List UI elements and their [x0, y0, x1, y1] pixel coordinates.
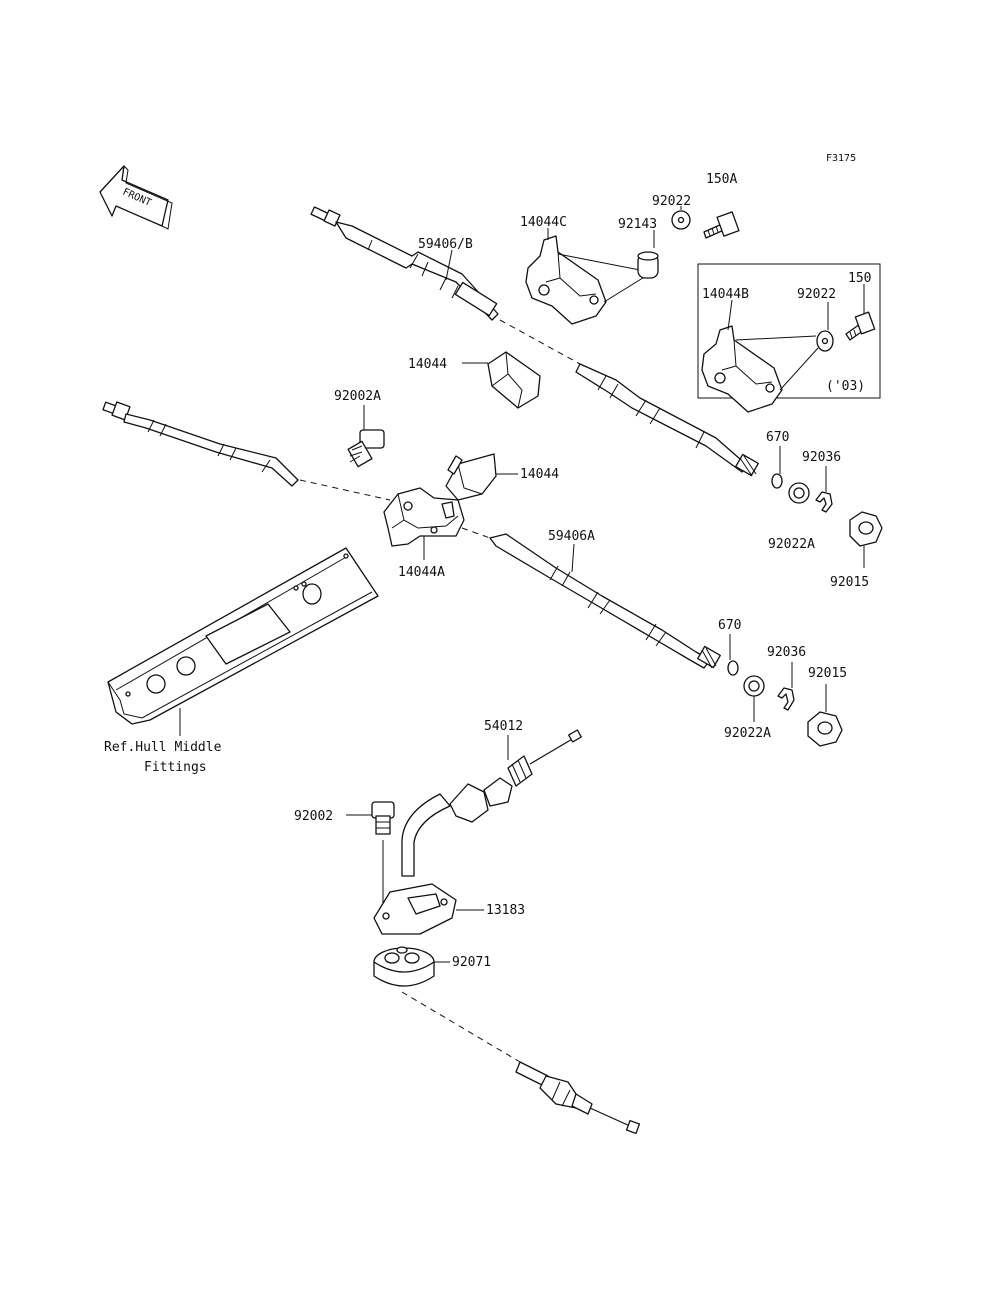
label-14044a: 14044A [398, 565, 445, 580]
washer-92022a-upper [788, 482, 810, 504]
bracket-14044a [383, 487, 465, 547]
washer-92022-box [816, 330, 834, 352]
label-92015-lower: 92015 [808, 666, 847, 681]
cable-59406b [310, 206, 499, 321]
label-14044b: 14044B [702, 287, 749, 302]
bolt-150 [845, 311, 876, 341]
bolt-150a [703, 211, 740, 239]
cable-59406a [489, 533, 721, 669]
label-92036-upper: 92036 [802, 450, 841, 465]
clip-92036-upper [815, 491, 833, 513]
label-92002a: 92002A [334, 389, 381, 404]
clip-92036-lower [777, 687, 795, 711]
cable-end-bottom [515, 1061, 641, 1135]
label-14044c: 14044C [520, 215, 567, 230]
label-150a: 150A [706, 172, 737, 187]
o-ring-670-lower [727, 660, 739, 676]
label-92015-upper: 92015 [830, 575, 869, 590]
label-59406a: 59406A [548, 529, 595, 544]
label-92022-top: 92022 [652, 194, 691, 209]
label-year-03: ('03) [826, 379, 865, 394]
front-arrow-icon: FRONT [99, 165, 173, 230]
label-14044-upper: 14044 [408, 357, 447, 372]
label-92022a-lower: 92022A [724, 726, 771, 741]
bracket-14044b [701, 325, 783, 413]
grommet-92071 [373, 946, 435, 987]
label-92071: 92071 [452, 955, 491, 970]
hull-middle-fittings-panel [107, 547, 379, 725]
bracket-14044c [525, 235, 607, 325]
nut-92015-lower [807, 711, 843, 747]
label-14044-mid: 14044 [520, 467, 559, 482]
label-92022a-upper: 92022A [768, 537, 815, 552]
label-92002: 92002 [294, 809, 333, 824]
clamp-14044-upper [487, 351, 541, 409]
label-13183: 13183 [486, 903, 525, 918]
cable-59406b-lower [575, 363, 759, 477]
label-59406b: 59406/B [418, 237, 473, 252]
nut-92015-upper [849, 511, 883, 547]
washer-92022-top [671, 210, 691, 230]
collar-92143 [637, 251, 659, 279]
label-ref-hull-line2: Fittings [144, 760, 207, 775]
label-ref-hull-line1: Ref.Hull Middle [104, 740, 222, 755]
label-92036-lower: 92036 [767, 645, 806, 660]
cable-left-segment [102, 401, 299, 487]
bolt-92002a [347, 429, 385, 468]
label-670-upper: 670 [766, 430, 789, 445]
bolt-92002 [371, 801, 395, 835]
plate-13183 [373, 883, 457, 935]
washer-92022a-lower [743, 675, 765, 697]
clamp-14044-mid [445, 453, 497, 501]
inset-box [697, 263, 881, 399]
diagram-code: F3175 [826, 153, 856, 164]
label-54012: 54012 [484, 719, 523, 734]
cable-54012 [401, 729, 582, 877]
label-150: 150 [848, 271, 871, 286]
label-92022-box: 92022 [797, 287, 836, 302]
label-92143: 92143 [618, 217, 657, 232]
label-670-lower: 670 [718, 618, 741, 633]
o-ring-670-upper [771, 473, 783, 489]
